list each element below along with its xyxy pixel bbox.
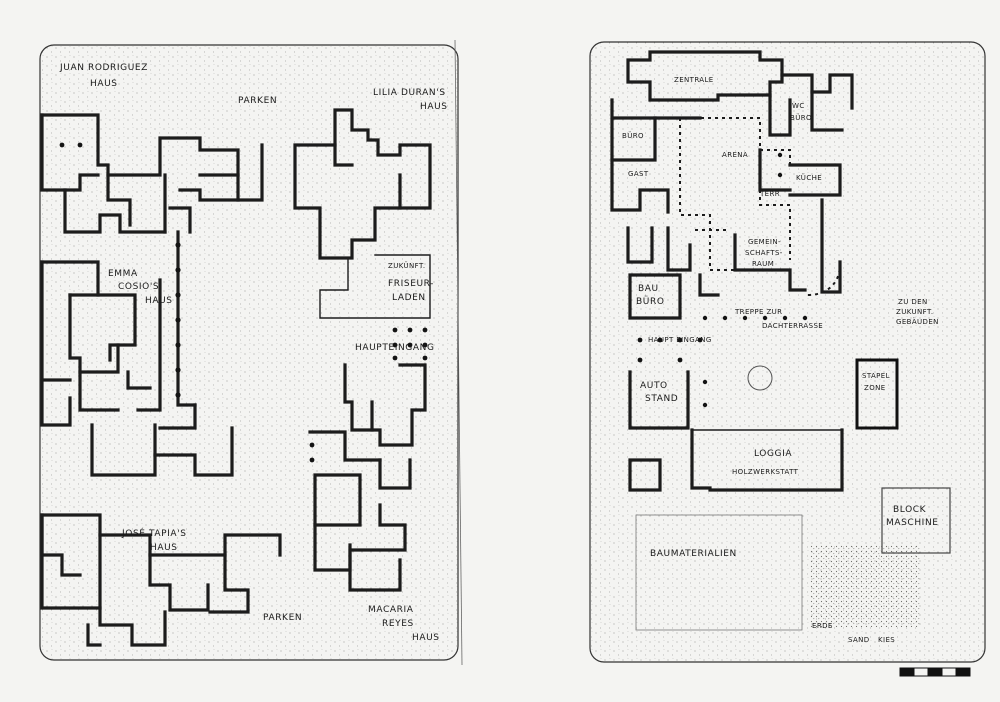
left-plan-walls (40, 108, 432, 647)
label-parken-bottom: PARKEN (263, 613, 302, 623)
label-kies: KIES (878, 636, 895, 644)
label-zentrale: ZENTRALE (674, 76, 714, 84)
label-gemeinschafts-2: SCHAFTS- (745, 249, 783, 257)
label-lilia-durans-haus: HAUS (420, 102, 448, 112)
label-lilia-durans: LILIA DURAN'S (373, 88, 446, 98)
label-macaria-haus: HAUS (412, 633, 440, 643)
label-block-maschine: MASCHINE (886, 518, 939, 528)
right-plan-labels: ZENTRALE BÜRO GAST ARENA WC BÜRO KÜCHE T… (622, 76, 939, 644)
label-holzwerkstatt: HOLZWERKSTATT (732, 468, 799, 476)
label-terr: TERR (759, 190, 780, 198)
label-zukunft-right: ZUKUNFT. (896, 308, 933, 316)
scale-bar-segment (899, 667, 915, 677)
stapel-zone-box (855, 358, 899, 430)
label-loggia: LOGGIA (754, 449, 792, 459)
label-erde: ERDE (812, 622, 833, 630)
label-emma: EMMA (108, 269, 138, 279)
label-baumaterialien: BAUMATERIALIEN (650, 549, 737, 559)
label-buero-top: BÜRO (622, 131, 644, 140)
scale-bar-segment (941, 667, 957, 677)
label-buero-2: BÜRO (790, 113, 812, 122)
right-plan-courtyard-outline (679, 117, 841, 296)
label-auto-stand: STAND (645, 394, 678, 404)
label-wc: WC (792, 102, 805, 110)
label-stapel-zone: ZONE (864, 384, 886, 392)
label-macaria: MACARIA (368, 605, 414, 615)
right-plan-walls (610, 50, 854, 492)
label-parken-top: PARKEN (238, 96, 277, 106)
label-bau: BAU (638, 284, 659, 294)
scale-bar-segment (955, 667, 971, 677)
label-friseur: FRISEUR- (388, 279, 434, 289)
label-juan-rodriguez: JUAN RODRIGUEZ (59, 63, 148, 73)
courtyard-fountain (747, 365, 773, 391)
label-jose-tapia-haus: HAUS (150, 543, 178, 553)
label-kuche: KÜCHE (796, 173, 822, 182)
left-plan-columns (59, 142, 428, 463)
label-emma-cosios: COSIO'S (118, 282, 159, 292)
label-macaria-reyes: REYES (382, 619, 414, 629)
label-bau-buero: BÜRO (636, 296, 665, 307)
scale-bar-segment (913, 667, 929, 677)
right-plan-sheet (589, 41, 986, 663)
label-emma-haus: HAUS (145, 296, 173, 306)
label-block: BLOCK (893, 505, 927, 515)
label-zukunft: ZUKÜNFT. (388, 261, 425, 270)
baumaterialien-area (635, 514, 803, 631)
label-jose-tapia: JOSÉ TAPIA'S (121, 527, 187, 539)
label-gast: GAST (628, 170, 649, 178)
label-gemeinschafts-1: GEMEIN- (748, 238, 781, 246)
scale-bar-segment (927, 667, 943, 677)
label-arena: ARENA (722, 151, 748, 159)
left-plan-labels: JUAN RODRIGUEZ HAUS PARKEN LILIA DURAN'S… (59, 63, 448, 643)
scale-bar (899, 667, 971, 677)
label-haupteingang-right: HAUPT EINGANG (648, 336, 712, 344)
label-haupteingang-left: HAUPTEINGANG (355, 343, 435, 353)
label-gemeinschafts-3: RAUM (752, 260, 774, 268)
label-sand: SAND (848, 636, 870, 644)
right-plan-columns (637, 152, 808, 408)
label-stapel: STAPEL (862, 372, 890, 380)
label-friseur-laden: LADEN (392, 293, 426, 303)
label-gebaeuden: GEBÄUDEN (896, 317, 939, 326)
erde-sand-kies-area (810, 545, 920, 627)
left-plan-sheet (39, 44, 459, 661)
label-treppe: TREPPE ZUR (734, 308, 782, 316)
label-dachterrasse: DACHTERRASSE (762, 322, 823, 330)
label-juan-rodriguez-haus: HAUS (90, 79, 118, 89)
label-zu-den: ZU DEN (898, 298, 928, 306)
label-auto: AUTO (640, 381, 668, 391)
